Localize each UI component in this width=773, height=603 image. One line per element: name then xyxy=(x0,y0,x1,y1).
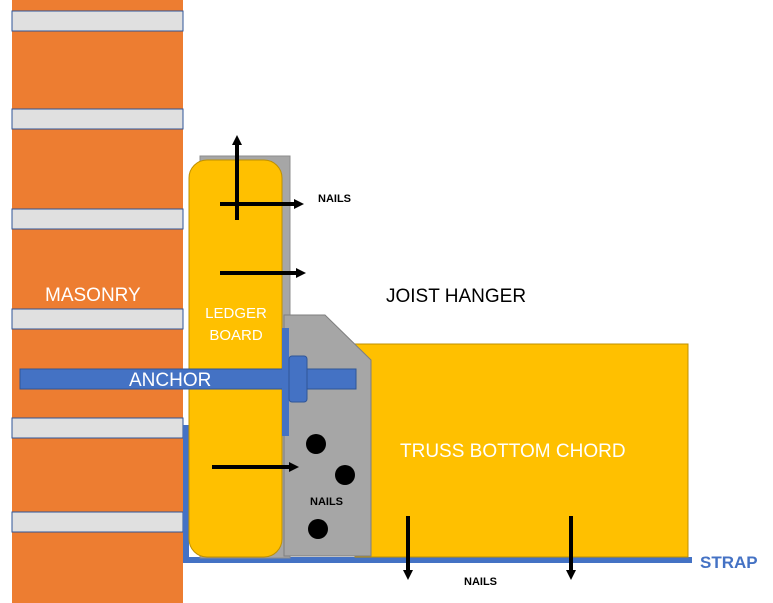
anchor-label: ANCHOR xyxy=(129,370,211,391)
mortar-joint xyxy=(11,511,184,533)
joist-hanger-label: JOIST HANGER xyxy=(386,286,526,307)
nails-label-top: NAILS xyxy=(318,193,351,205)
anchor-washer xyxy=(282,328,289,436)
ledger-label-line1: LEDGER xyxy=(205,305,267,322)
load-arrows xyxy=(212,135,576,580)
nail-hole xyxy=(308,519,328,539)
mortar-joint xyxy=(11,308,184,330)
truss-label: TRUSS BOTTOM CHORD xyxy=(400,441,626,462)
strap-label: STRAP xyxy=(700,553,758,572)
mortar-joint xyxy=(11,108,184,130)
mortar-joint xyxy=(11,10,184,32)
anchor-rod xyxy=(19,368,357,390)
strap-horizontal xyxy=(183,557,692,563)
anchor xyxy=(19,328,357,436)
ledger-label-line2: BOARD xyxy=(209,327,263,344)
brick-column xyxy=(12,0,183,603)
mortar-joint xyxy=(11,417,184,439)
masonry-label: MASONRY xyxy=(45,285,141,306)
truss-bottom-chord xyxy=(354,343,689,558)
anchor-nut xyxy=(288,355,308,403)
nail-hole xyxy=(306,434,326,454)
strap xyxy=(183,425,692,563)
joist-hanger-seat xyxy=(283,314,372,557)
mortar-joint xyxy=(11,208,184,230)
strap-vertical xyxy=(183,425,189,562)
nail-hole xyxy=(335,465,355,485)
nails-label-middle: NAILS xyxy=(310,496,343,508)
nail-holes xyxy=(306,434,355,539)
masonry-wall xyxy=(11,0,184,603)
nails-label-bottom: NAILS xyxy=(464,576,497,588)
